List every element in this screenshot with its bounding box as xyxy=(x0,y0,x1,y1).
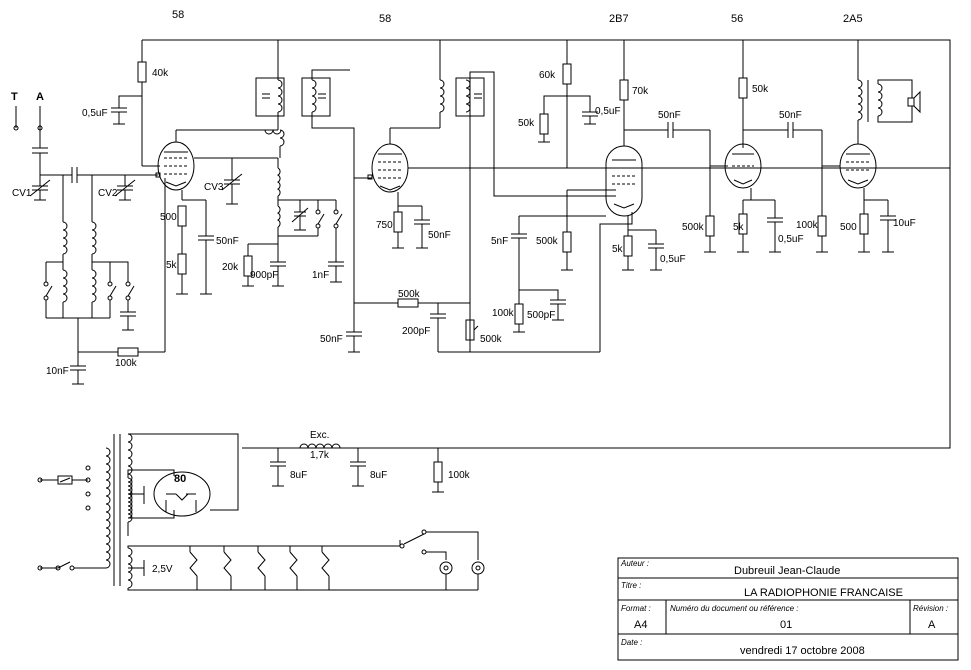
if-transformer-1 xyxy=(255,40,372,179)
tube-label-v3: 2B7 xyxy=(609,13,629,25)
revision-value: A xyxy=(928,619,936,631)
c8a-label: 8uF xyxy=(290,470,307,481)
r500-label: 500 xyxy=(160,212,177,223)
c50nf2-label: 50nF xyxy=(428,230,451,241)
c8b-label: 8uF xyxy=(370,470,387,481)
cv1-variable-capacitor: CV1 xyxy=(12,175,51,201)
r5k1-label: 5k xyxy=(166,260,178,271)
psu-filter: 8uF Exc. 1,7k 8uF 100k xyxy=(270,430,471,493)
antenna-terminal-t: T xyxy=(11,91,19,131)
antenna-terminal-a: A xyxy=(36,91,44,131)
c200-label: 200pF xyxy=(402,326,430,337)
c05d-label: 0,5uF xyxy=(778,234,804,245)
exc-value-label: 1,7k xyxy=(310,450,330,461)
author-value: Dubreuil Jean-Claude xyxy=(734,565,840,577)
title-value: LA RADIOPHONIE FRANCAISE xyxy=(744,587,903,599)
power-transformer: 2,5V xyxy=(37,433,478,591)
r100k2-label: 100k xyxy=(492,308,515,319)
cv2-variable-capacitor: CV2 xyxy=(98,175,136,201)
tube-label-v1: 58 xyxy=(172,9,184,21)
r70k-label: 70k xyxy=(632,86,649,97)
c50nf3-label: 50nF xyxy=(320,334,343,345)
c50nf1-label: 50nF xyxy=(216,236,239,247)
date-value: vendredi 17 octobre 2008 xyxy=(740,645,865,657)
c05a-label: 0,5uF xyxy=(82,108,108,119)
r750-label: 750 xyxy=(376,220,393,231)
c900-label: 900pF xyxy=(250,270,278,281)
tube-label-v2: 58 xyxy=(379,13,391,25)
r500b-label: 500 xyxy=(840,222,857,233)
r500k4-label: 500k xyxy=(682,222,705,233)
cv2-label: CV2 xyxy=(98,188,118,199)
tube-label-v4: 56 xyxy=(731,13,743,25)
terminal-a-label: A xyxy=(36,91,44,103)
tube-v2-58: 750 50nF xyxy=(367,40,950,249)
input-coil-bank xyxy=(43,175,136,331)
tube-v3-2b7: 60k 50k 0,5uF 70k 50nF 500k xyxy=(491,40,710,352)
r20k-label: 20k xyxy=(222,262,239,273)
c50nf5-label: 50nF xyxy=(779,110,802,121)
title-block: Auteur : Dubreuil Jean-Claude Titre : LA… xyxy=(617,557,959,661)
r50k2-label: 50k xyxy=(752,84,769,95)
author-field-label: Auteur : xyxy=(620,559,649,568)
c500pf-label: 500pF xyxy=(527,310,555,321)
title-field-label: Titre : xyxy=(621,581,641,590)
detector-network: 500k 50nF 200pF 500k xyxy=(320,71,602,353)
c05c-label: 0,5uF xyxy=(660,254,686,265)
rectifier-80: 80 xyxy=(153,471,211,517)
format-field-label: Format : xyxy=(621,604,651,613)
avc-filter: 10nF 100k xyxy=(46,178,166,385)
revision-field-label: Révision : xyxy=(913,604,948,613)
antenna-coupling-cap xyxy=(32,128,48,175)
r500k1-label: 500k xyxy=(398,289,421,300)
tube-label-rect: 80 xyxy=(174,473,186,485)
r5k2-label: 5k xyxy=(612,244,624,255)
c50nf4-label: 50nF xyxy=(658,110,681,121)
tube-label-v5: 2A5 xyxy=(843,13,863,25)
docnum-field-label: Numéro du document ou référence : xyxy=(670,604,799,613)
r5k3-label: 5k xyxy=(733,222,745,233)
r100k3-label: 100k xyxy=(796,220,819,231)
r40k-label: 40k xyxy=(152,68,169,79)
b-plus-rail xyxy=(142,39,951,449)
c10uf-label: 10uF xyxy=(893,218,916,229)
tube-v5-2a5: 100k 500 10uF xyxy=(796,40,921,253)
r500k3-label: 500k xyxy=(536,236,559,247)
exc-label: Exc. xyxy=(310,430,329,441)
tube-v1-58: 40k 0,5uF 50nF 500 5k xyxy=(82,40,278,295)
r100k4-label: 100k xyxy=(448,470,471,481)
cv3-label: CV3 xyxy=(204,182,224,193)
heater-load-chain xyxy=(189,529,485,590)
cv3-variable-capacitor: CV3 xyxy=(204,158,243,205)
cv1-label: CV1 xyxy=(12,188,32,199)
r50k1-label: 50k xyxy=(518,118,535,129)
oscillator-section: 20k 900pF 1nF xyxy=(222,158,344,287)
r500k2-label: 500k xyxy=(480,334,503,345)
coupling-cap-cv1-cv2 xyxy=(71,167,125,183)
docnum-value: 01 xyxy=(780,619,792,631)
format-value: A4 xyxy=(634,619,647,631)
terminal-t-label: T xyxy=(11,91,18,103)
r60k-label: 60k xyxy=(539,70,556,81)
c05b-label: 0,5uF xyxy=(595,106,621,117)
r100k1-label: 100k xyxy=(115,358,138,369)
c10nf-label: 10nF xyxy=(46,366,69,377)
c1nf-label: 1nF xyxy=(312,270,329,281)
heater-voltage-label: 2,5V xyxy=(152,564,173,575)
tube-v4-56: 500k 50k 50nF 5k 0,5uF xyxy=(682,40,822,253)
c5nf-label: 5nF xyxy=(491,236,508,247)
date-field-label: Date : xyxy=(621,638,642,647)
